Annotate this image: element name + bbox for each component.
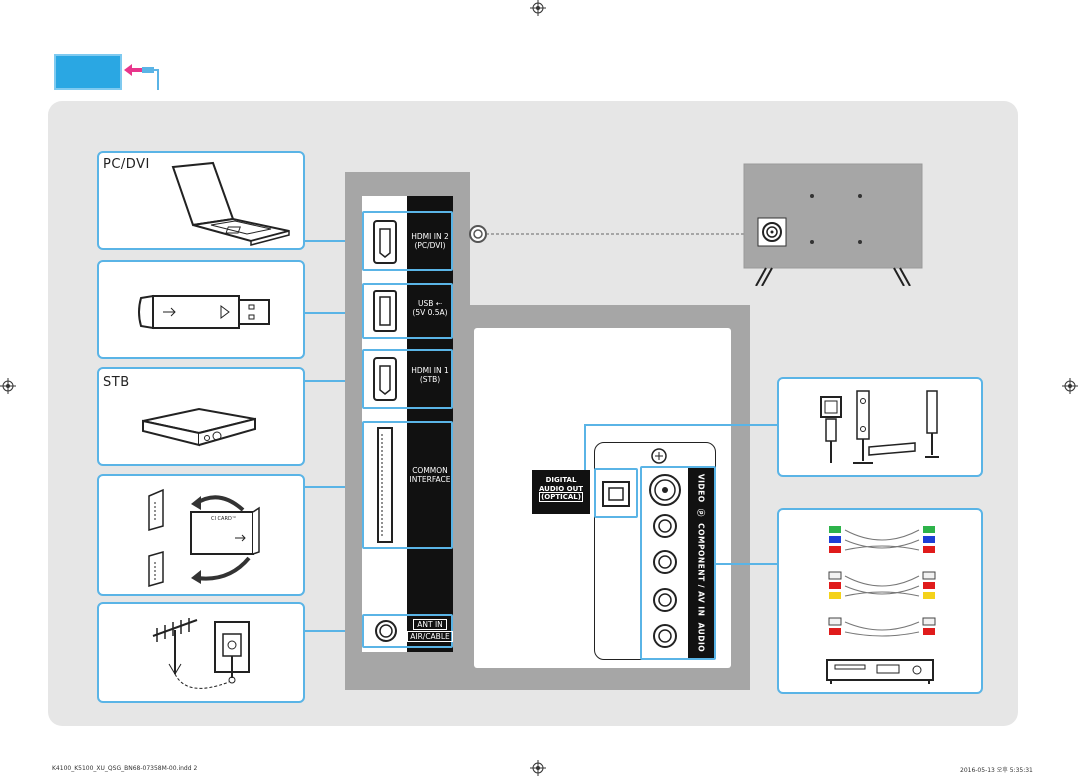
usb-sub-text: (5V 0.5A) [412, 308, 448, 317]
hdmi-to-tv-dashed-line [469, 225, 760, 243]
pc-dvi-label: PC/DVI [103, 157, 150, 172]
footer-timestamp: 2016-05-13 오후 5:35:31 [960, 767, 1033, 774]
audio-text: AUDIO [696, 622, 706, 653]
ci-text: COMMON [412, 466, 448, 475]
usb-text: USB [417, 299, 434, 308]
hdmi-in-2-port[interactable] [362, 211, 453, 271]
hdmi-in-2-sub-text: (PC/DVI) [414, 241, 446, 250]
audio-cables-icon [828, 617, 936, 637]
hdmi-in-1-label: HDMI IN 1(STB) [407, 366, 453, 384]
legend-box [54, 54, 122, 90]
usb-label: USB ⇠(5V 0.5A) [412, 299, 448, 317]
hdmi-port-icon [373, 220, 397, 264]
component-av-label-column [688, 468, 714, 658]
component-av-port-group[interactable] [640, 466, 716, 660]
optical-port[interactable] [594, 468, 638, 518]
ci-card-label: CI CARD™ [211, 516, 237, 522]
optical-text: (OPTICAL) [539, 492, 583, 502]
antenna-box [97, 602, 305, 703]
av-cables-icon [828, 571, 936, 599]
connector-line [305, 240, 362, 242]
stb-label: STB [103, 375, 130, 390]
component-av-in-text: COMPONENT / AV IN [696, 523, 706, 617]
connector-line [305, 380, 362, 382]
footer-file-info: K4100_K5100_XU_QSG_BN68-07358M-00.indd 2 [52, 765, 198, 772]
registration-mark-icon [530, 760, 546, 776]
stb-box: STB [97, 367, 305, 466]
rca-jacks-icon [649, 474, 681, 648]
usb-port[interactable] [362, 283, 453, 339]
registration-mark-icon [0, 378, 16, 394]
registration-mark-icon [530, 0, 546, 16]
port-column [362, 196, 407, 652]
ci-card-icon [148, 488, 260, 587]
set-top-box-icon [142, 407, 256, 447]
pc-dvi-box: PC/DVI [97, 151, 305, 250]
connector-line [716, 563, 778, 565]
port-label-column [407, 196, 453, 652]
hdmi-in-1-text: HDMI IN 1 [411, 366, 449, 375]
ci-card-box: CI CARD™ [97, 474, 305, 596]
hdmi-in-1-sub-text: (STB) [419, 375, 441, 384]
hdmi-in-2-text: HDMI IN 2 [411, 232, 449, 241]
digital-audio-label-box: DIGITAL AUDIO OUT (OPTICAL) [532, 470, 590, 514]
hdmi-port-icon [373, 357, 397, 401]
audio-out-text: AUDIO OUT [538, 484, 584, 493]
home-theater-icon [820, 390, 939, 464]
connector-line [305, 312, 362, 314]
component-cables-icon [829, 526, 935, 553]
usb-stick-icon [138, 294, 270, 330]
tv-back-icon [743, 163, 923, 286]
video-text: VIDEO [696, 473, 706, 503]
home-theater-box [777, 377, 983, 477]
ci-slot-icon [377, 427, 393, 543]
digital-text: DIGITAL [545, 476, 577, 484]
hdmi-in-2-label: HDMI IN 2(PC/DVI) [407, 232, 453, 250]
legend-arrow-icon [124, 64, 159, 90]
dvd-player-icon [826, 659, 934, 684]
hdmi-in-1-port[interactable] [362, 349, 453, 409]
connector-line [305, 486, 362, 488]
ci-sub-text: INTERFACE [409, 475, 451, 484]
coax-port-icon [375, 620, 397, 642]
av-devices-box [777, 508, 983, 694]
connector-line [305, 630, 362, 632]
ground-screw-icon [651, 448, 667, 464]
registration-mark-icon [1062, 378, 1078, 394]
laptop-icon [171, 161, 290, 246]
common-interface-slot[interactable] [362, 421, 453, 549]
usb-box [97, 260, 305, 359]
connector-line [584, 424, 586, 470]
usb-port-icon [373, 290, 397, 332]
air-cable-text: AIR/CABLE [407, 631, 453, 642]
optical-port-icon [602, 481, 630, 507]
ant-in-text: ANT IN [413, 619, 447, 630]
antenna-icon [152, 618, 250, 689]
connector-line [584, 424, 778, 426]
